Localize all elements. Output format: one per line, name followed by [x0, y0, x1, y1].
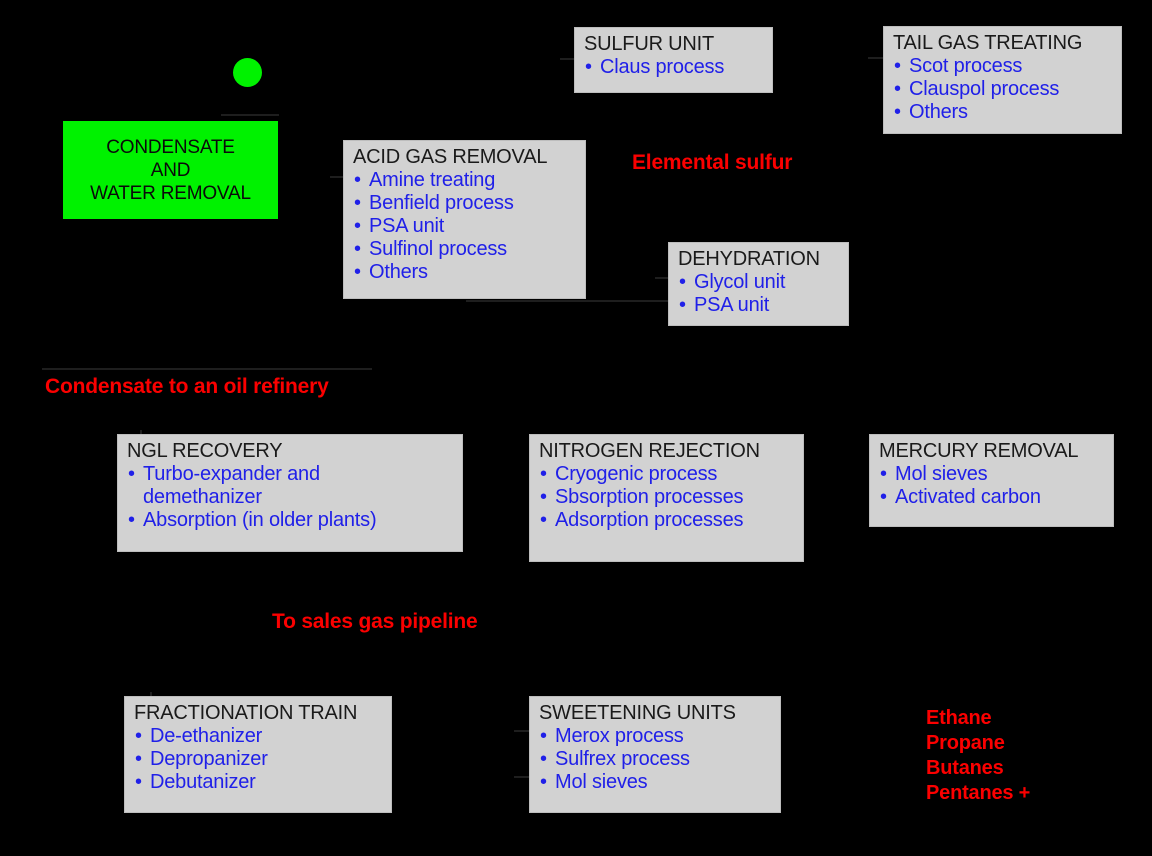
box-acid-gas-removal-list: Amine treating Benfield process PSA unit…	[353, 169, 576, 284]
box-dehydration-list: Glycol unit PSA unit	[678, 271, 839, 317]
connector-line-tailgas-left	[868, 57, 884, 59]
box-tail-gas-treating-title: TAIL GAS TREATING	[893, 32, 1083, 54]
list-item: Absorption (in older plants)	[127, 509, 453, 532]
list-item: PSA unit	[678, 294, 839, 317]
box-nitrogen-rejection-list: Cryogenic process Sbsorption processes A…	[539, 463, 794, 532]
connector-line-dehydration-bottom	[466, 300, 670, 302]
list-item-line-2: demethanizer	[143, 486, 262, 508]
box-sulfur-unit-list: Claus process	[584, 56, 763, 79]
box-fractionation-train-list: De-ethanizer Depropanizer Debutanizer	[134, 725, 382, 794]
list-item: Activated carbon	[879, 486, 1104, 509]
box-sweetening-units-list: Merox process Sulfrex process Mol sieves	[539, 725, 771, 794]
annotation-elemental-sulfur: Elemental sulfur	[632, 151, 793, 174]
box-acid-gas-removal[interactable]: ACID GAS REMOVAL Amine treating Benfield…	[343, 140, 586, 299]
box-nitrogen-rejection[interactable]: NITROGEN REJECTION Cryogenic process Sbs…	[529, 434, 804, 562]
list-item: Sbsorption processes	[539, 486, 794, 509]
list-item: Debutanizer	[134, 771, 382, 794]
condensate-line-2: AND	[150, 159, 191, 181]
box-fractionation-train-title: FRACTIONATION TRAIN	[134, 702, 358, 724]
box-sulfur-unit[interactable]: SULFUR UNIT Claus process	[574, 27, 773, 93]
box-mercury-removal-list: Mol sieves Activated carbon	[879, 463, 1104, 509]
box-tail-gas-treating-list: Scot process Clauspol process Others	[893, 55, 1112, 124]
box-dehydration[interactable]: DEHYDRATION Glycol unit PSA unit	[668, 242, 849, 326]
box-condensate-and-water-removal-label: CONDENSATE AND WATER REMOVAL	[90, 136, 251, 205]
box-sweetening-units-title: SWEETENING UNITS	[539, 702, 736, 724]
box-tail-gas-treating[interactable]: TAIL GAS TREATING Scot process Clauspol …	[883, 26, 1122, 134]
list-item: Mol sieves	[879, 463, 1104, 486]
list-item: PSA unit	[353, 215, 576, 238]
list-item: Adsorption processes	[539, 509, 794, 532]
list-item: Amine treating	[353, 169, 576, 192]
list-item: Clauspol process	[893, 78, 1112, 101]
green-circle-marker	[233, 58, 262, 87]
connector-line-dehydration-left	[655, 277, 668, 279]
list-item: Others	[353, 261, 576, 284]
ngl-product-butanes: Butanes	[926, 757, 1004, 779]
box-acid-gas-removal-title: ACID GAS REMOVAL	[353, 146, 548, 168]
ngl-product-ethane: Ethane	[926, 707, 992, 729]
list-item: Merox process	[539, 725, 771, 748]
connector-line-sweetening-left-2	[514, 776, 530, 778]
list-item: Scot process	[893, 55, 1112, 78]
connector-line-sweetening-left	[514, 730, 530, 732]
box-nitrogen-rejection-title: NITROGEN REJECTION	[539, 440, 760, 462]
list-item: Sulfinol process	[353, 238, 576, 261]
list-item: Depropanizer	[134, 748, 382, 771]
box-dehydration-title: DEHYDRATION	[678, 248, 820, 270]
list-item: Turbo-expander and demethanizer	[127, 463, 453, 509]
ngl-product-propane: Propane	[926, 732, 1005, 754]
list-item: Claus process	[584, 56, 763, 79]
box-mercury-removal[interactable]: MERCURY REMOVAL Mol sieves Activated car…	[869, 434, 1114, 527]
box-sweetening-units[interactable]: SWEETENING UNITS Merox process Sulfrex p…	[529, 696, 781, 813]
connector-line-condensate-top	[221, 114, 279, 116]
box-mercury-removal-title: MERCURY REMOVAL	[879, 440, 1079, 462]
box-fractionation-train[interactable]: FRACTIONATION TRAIN De-ethanizer Depropa…	[124, 696, 392, 813]
connector-line-acid-gas-left	[330, 176, 344, 178]
box-condensate-and-water-removal[interactable]: CONDENSATE AND WATER REMOVAL	[63, 121, 278, 219]
list-item: Glycol unit	[678, 271, 839, 294]
list-item: Sulfrex process	[539, 748, 771, 771]
ngl-products-list: Ethane Propane Butanes Pentanes +	[926, 706, 1030, 806]
annotation-condensate-to-oil-refinery: Condensate to an oil refinery	[45, 375, 329, 398]
list-item: Benfield process	[353, 192, 576, 215]
list-item-line-1: Turbo-expander and	[143, 463, 320, 485]
condensate-line-3: WATER REMOVAL	[90, 182, 251, 204]
list-item: Cryogenic process	[539, 463, 794, 486]
condensate-line-1: CONDENSATE	[106, 136, 235, 158]
connector-line-condensate-annotation	[42, 368, 372, 370]
annotation-to-sales-gas-pipeline: To sales gas pipeline	[272, 610, 478, 633]
box-ngl-recovery[interactable]: NGL RECOVERY Turbo-expander and demethan…	[117, 434, 463, 552]
box-ngl-recovery-title: NGL RECOVERY	[127, 440, 283, 462]
list-item: De-ethanizer	[134, 725, 382, 748]
ngl-product-pentanes-plus: Pentanes +	[926, 782, 1031, 804]
list-item: Others	[893, 101, 1112, 124]
box-sulfur-unit-title: SULFUR UNIT	[584, 33, 715, 55]
box-ngl-recovery-list: Turbo-expander and demethanizer Absorpti…	[127, 463, 453, 532]
list-item: Mol sieves	[539, 771, 771, 794]
connector-line-sulfur-left	[560, 58, 574, 60]
